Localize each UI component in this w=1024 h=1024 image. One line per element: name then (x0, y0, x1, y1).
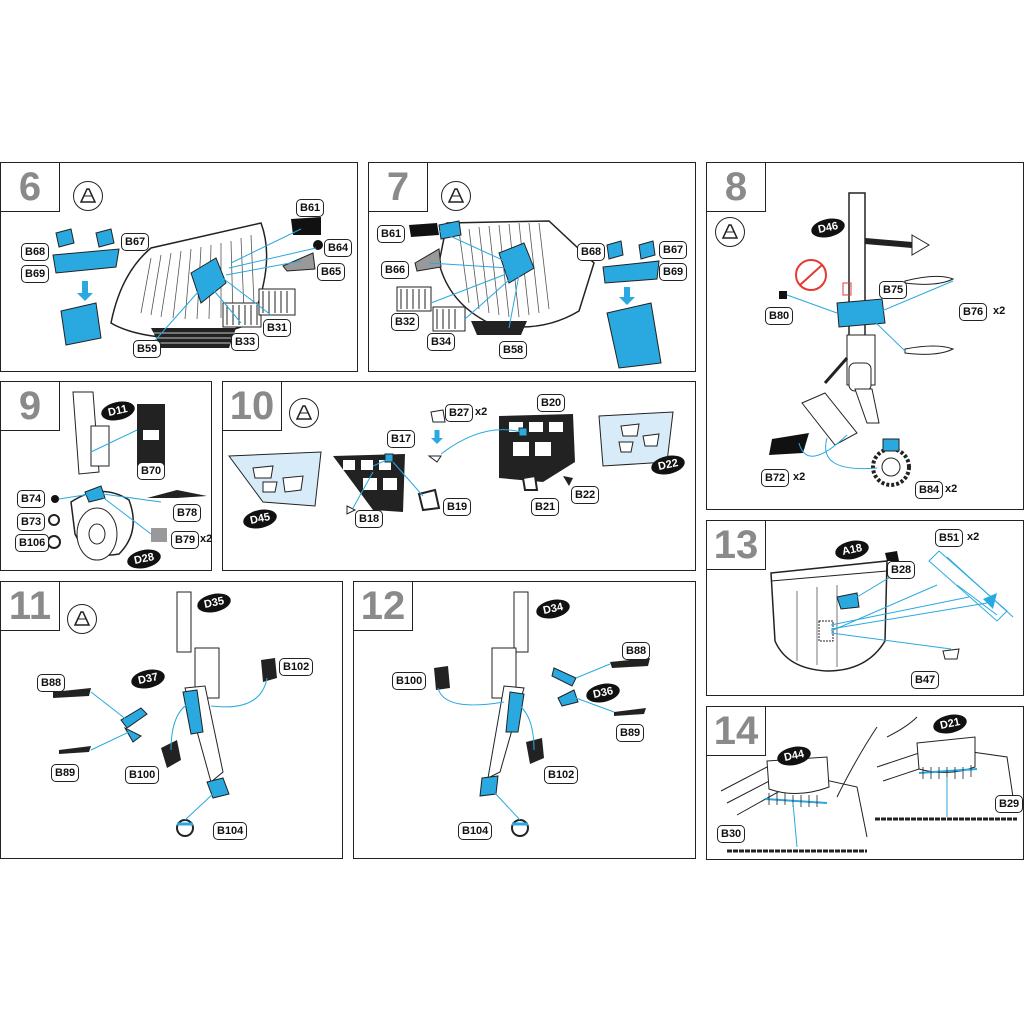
part-label: B100 (125, 766, 160, 784)
step-6-panel: 6 (0, 162, 358, 372)
step-7-drawing (396, 220, 662, 369)
part-label: B89 (616, 724, 645, 742)
part-label: B75 (879, 281, 908, 299)
part-label: B59 (133, 340, 162, 358)
part-label: B74 (17, 490, 46, 508)
step-8-drawing (769, 192, 955, 487)
step-13-drawing (770, 550, 1014, 672)
step-11-panel: 11 D35 B88 D37 B89 B100 B102 B104 (0, 581, 343, 859)
part-label: B104 (458, 822, 493, 840)
step-12-drawing (434, 591, 650, 837)
part-label: B67 (659, 241, 688, 259)
step-number: 6 (0, 162, 60, 212)
step-number: 7 (368, 162, 428, 212)
part-label: B58 (499, 341, 528, 359)
part-label: B69 (659, 263, 688, 281)
step-11-drawing (53, 591, 277, 837)
part-label: B79 (171, 531, 200, 549)
prohibit-icon (795, 259, 827, 291)
part-label: B66 (381, 261, 410, 279)
quantity-label: x2 (993, 305, 1006, 317)
step-7-panel: 7 B61 B66 B32 B34 B58 B6 (368, 162, 696, 372)
part-label: B88 (37, 674, 66, 692)
part-label: B80 (765, 307, 794, 325)
step-number: 8 (706, 162, 766, 212)
quantity-label: x2 (200, 533, 213, 545)
part-label: B89 (51, 764, 80, 782)
part-label: B72 (761, 469, 790, 487)
part-label: B68 (577, 243, 606, 261)
part-label: B78 (173, 504, 202, 522)
quantity-label: x2 (945, 483, 958, 495)
part-label: B67 (121, 233, 150, 251)
part-label: B68 (21, 243, 50, 261)
part-label: B34 (427, 333, 456, 351)
step-13-panel: 13 A18 B51 x2 B28 B47 (706, 520, 1024, 696)
step-number: 14 (706, 706, 766, 756)
part-label: B61 (377, 225, 406, 243)
step-9-panel: 9 D11 B70 B74 B73 B106 B78 B79 x2 D28 (0, 381, 213, 572)
part-label: B32 (391, 313, 420, 331)
part-label: B20 (537, 394, 566, 412)
step-9-drawing (47, 391, 207, 561)
part-label: B61 (296, 199, 325, 217)
step-12-panel: 12 D34 B88 B100 D36 B89 B102 B104 (353, 581, 696, 859)
step-14-drawing (720, 716, 1017, 853)
part-label: B19 (443, 498, 472, 516)
part-label: B21 (531, 498, 560, 516)
part-label: B29 (995, 795, 1024, 813)
part-label: B64 (324, 239, 353, 257)
glue-bottle-icon (441, 181, 471, 211)
step-8-panel: 8 D46 B75 B80 B76 x2 B72 x2 (706, 162, 1024, 510)
part-label: B28 (887, 561, 916, 579)
glue-bottle-icon (73, 181, 103, 211)
part-label: B65 (317, 263, 346, 281)
step-number: 10 (222, 381, 282, 431)
part-label: B102 (279, 658, 314, 676)
quantity-label: x2 (475, 406, 488, 418)
step-number: 11 (0, 581, 60, 631)
part-label: B102 (544, 766, 579, 784)
part-label: B69 (21, 265, 50, 283)
step-10-panel: 10 B27 x2 B20 B17 D45 B18 B19 B21 B22 D2… (222, 381, 696, 571)
step-14-panel: 14 D21 D44 B29 B30 (706, 706, 1024, 860)
part-label: B104 (213, 822, 248, 840)
part-label: B18 (355, 510, 384, 528)
part-label: B31 (263, 319, 292, 337)
part-label: B70 (137, 462, 166, 480)
step-number: 13 (706, 520, 766, 570)
part-label: B73 (17, 513, 46, 531)
step-number: 9 (0, 381, 60, 431)
part-label: B27 (445, 404, 474, 422)
step-6-drawing (52, 217, 323, 348)
step-10-drawing (228, 409, 674, 515)
part-label: B22 (571, 486, 600, 504)
part-label: B88 (622, 642, 651, 660)
part-label: B30 (717, 825, 746, 843)
glue-bottle-icon (715, 217, 745, 247)
part-label: B33 (231, 333, 260, 351)
part-label: B47 (911, 671, 940, 689)
part-label: B100 (392, 672, 427, 690)
part-label: B106 (15, 534, 50, 552)
part-label: B76 (959, 303, 988, 321)
step-number: 12 (353, 581, 413, 631)
part-label: B84 (915, 481, 944, 499)
part-label: B51 (935, 529, 964, 547)
quantity-label: x2 (967, 531, 980, 543)
quantity-label: x2 (793, 471, 806, 483)
part-label: B17 (387, 430, 416, 448)
glue-bottle-icon (67, 604, 97, 634)
glue-bottle-icon (289, 398, 319, 428)
